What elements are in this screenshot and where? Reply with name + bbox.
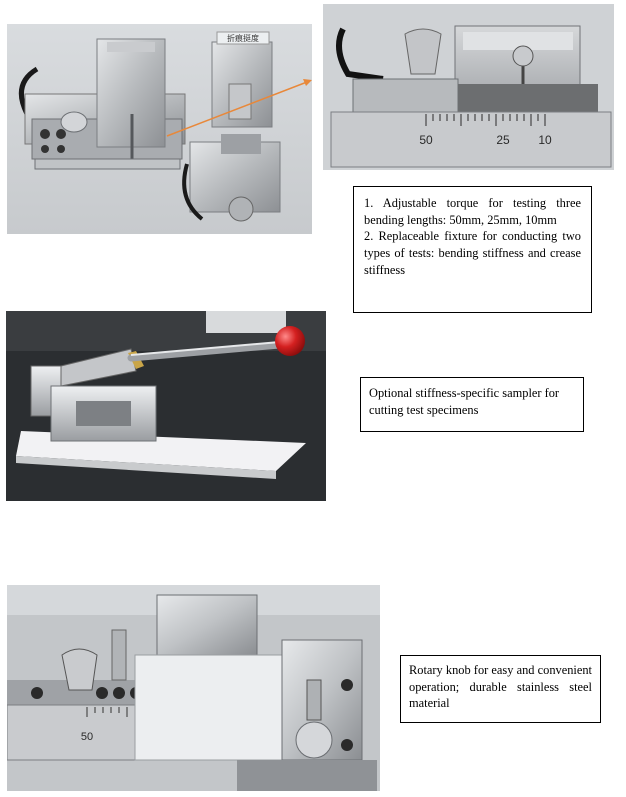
ruler-closeup-photo: 50 25 10	[323, 4, 614, 170]
ruler-label-50-bottom: 50	[81, 731, 93, 743]
ruler-label-50: 50	[419, 133, 433, 147]
feature-item-bending-lengths: 1. Adjustable torque for testing three b…	[364, 196, 581, 227]
knob-caption-text: Rotary knob for easy and convenient oper…	[409, 663, 592, 711]
callout-arrow	[166, 81, 308, 137]
sampler-illustration	[6, 311, 326, 501]
feature-item-replaceable-fixture: 2. Replaceable fixture for conducting tw…	[364, 229, 581, 277]
knob-closeup-illustration: 50	[7, 585, 380, 791]
sampler-photo	[6, 311, 326, 501]
knob-caption-box: Rotary knob for easy and convenient oper…	[400, 655, 601, 723]
ruler-label-10: 10	[538, 133, 552, 147]
features-caption-box: 1. Adjustable torque for testing three b…	[353, 186, 592, 313]
fixture-overview-illustration: 折痕挺度	[7, 24, 312, 234]
fixture-label: 折痕挺度	[227, 33, 259, 43]
ruler-closeup-illustration: 50 25 10	[323, 4, 614, 170]
sampler-caption-text: Optional stiffness-specific sampler for …	[369, 386, 560, 417]
ruler-label-25: 25	[496, 133, 510, 147]
knob-closeup-photo: 50	[7, 585, 380, 791]
sampler-caption-box: Optional stiffness-specific sampler for …	[360, 377, 584, 432]
fixture-overview-photo: 折痕挺度	[7, 24, 312, 234]
